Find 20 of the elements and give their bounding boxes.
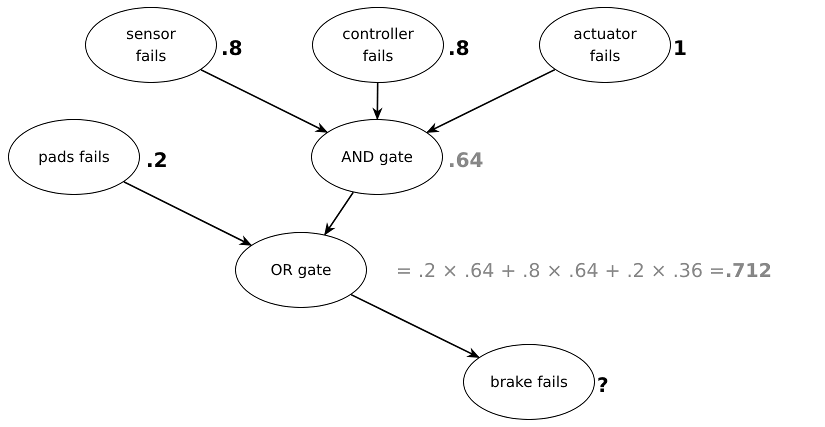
event-label: controller fails xyxy=(341,24,415,67)
event-label: brake fails xyxy=(489,372,569,393)
event-label: OR gate xyxy=(270,260,332,281)
probability-formula: = .2 × .64 + .8 × .64 + .2 × .36 =.712 xyxy=(396,260,772,282)
event-label: AND gate xyxy=(340,147,414,168)
arrow xyxy=(200,69,328,133)
probability-label: .64 xyxy=(448,148,484,172)
arrow xyxy=(324,192,354,236)
probability-label: 1 xyxy=(673,36,687,60)
arrow xyxy=(372,83,383,120)
event-label: sensor fails xyxy=(125,24,177,67)
arrow xyxy=(426,68,556,134)
event-label: pads fails xyxy=(37,147,111,168)
arrow xyxy=(350,294,480,358)
event-label: actuator fails xyxy=(572,24,638,67)
probability-label: .2 xyxy=(146,148,168,172)
probability-label: ? xyxy=(597,373,609,397)
probability-label: .8 xyxy=(221,36,243,60)
probability-label: .8 xyxy=(448,36,470,60)
arrow xyxy=(124,181,252,246)
